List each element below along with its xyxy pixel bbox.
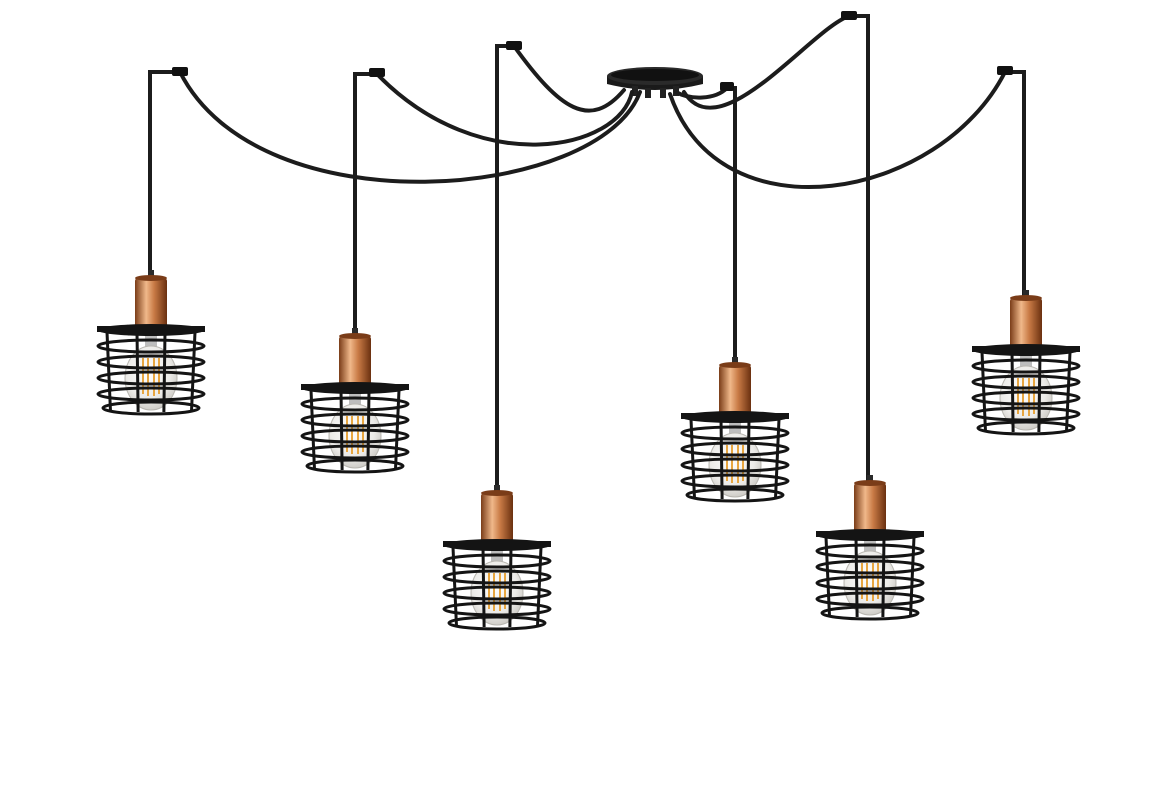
socket-cap <box>339 333 371 339</box>
socket-cap <box>1010 295 1042 301</box>
filament <box>488 573 506 611</box>
filament <box>142 358 160 396</box>
cable-connector <box>494 485 500 493</box>
pendant-lamp <box>442 485 552 631</box>
pendant-lamp <box>815 475 925 621</box>
socket-cap <box>719 362 751 368</box>
filament <box>726 445 744 483</box>
wire-cage <box>815 536 925 621</box>
socket-cap <box>854 480 886 486</box>
filament <box>861 563 879 601</box>
cable-2 <box>353 72 634 342</box>
copper-socket <box>339 336 371 386</box>
cable-6 <box>668 70 1026 302</box>
filament <box>346 416 364 454</box>
wire-cage <box>971 351 1081 436</box>
cable-connector <box>1023 290 1029 298</box>
filament <box>1017 378 1035 416</box>
copper-socket <box>135 278 167 328</box>
pendant-lamp <box>96 270 206 416</box>
cable-connector <box>732 357 738 365</box>
pendant-lamp <box>971 290 1081 436</box>
pendant-lamp <box>680 357 790 503</box>
copper-socket <box>719 365 751 415</box>
wire-cage <box>96 331 206 416</box>
pendant-lamp <box>300 328 410 474</box>
copper-socket <box>854 483 886 533</box>
cable-connector <box>148 270 154 278</box>
socket-cap <box>481 490 513 496</box>
wire-cage <box>680 418 790 503</box>
copper-socket <box>481 493 513 543</box>
wire-cage <box>300 389 410 474</box>
cable-connector <box>867 475 873 483</box>
copper-socket <box>1010 298 1042 348</box>
wire-cage <box>442 546 552 631</box>
ceiling-canopy <box>607 67 703 98</box>
cable-1 <box>148 70 642 282</box>
cable-connector <box>352 328 358 336</box>
socket-cap <box>135 275 167 281</box>
ceiling-hooks <box>172 11 1013 91</box>
